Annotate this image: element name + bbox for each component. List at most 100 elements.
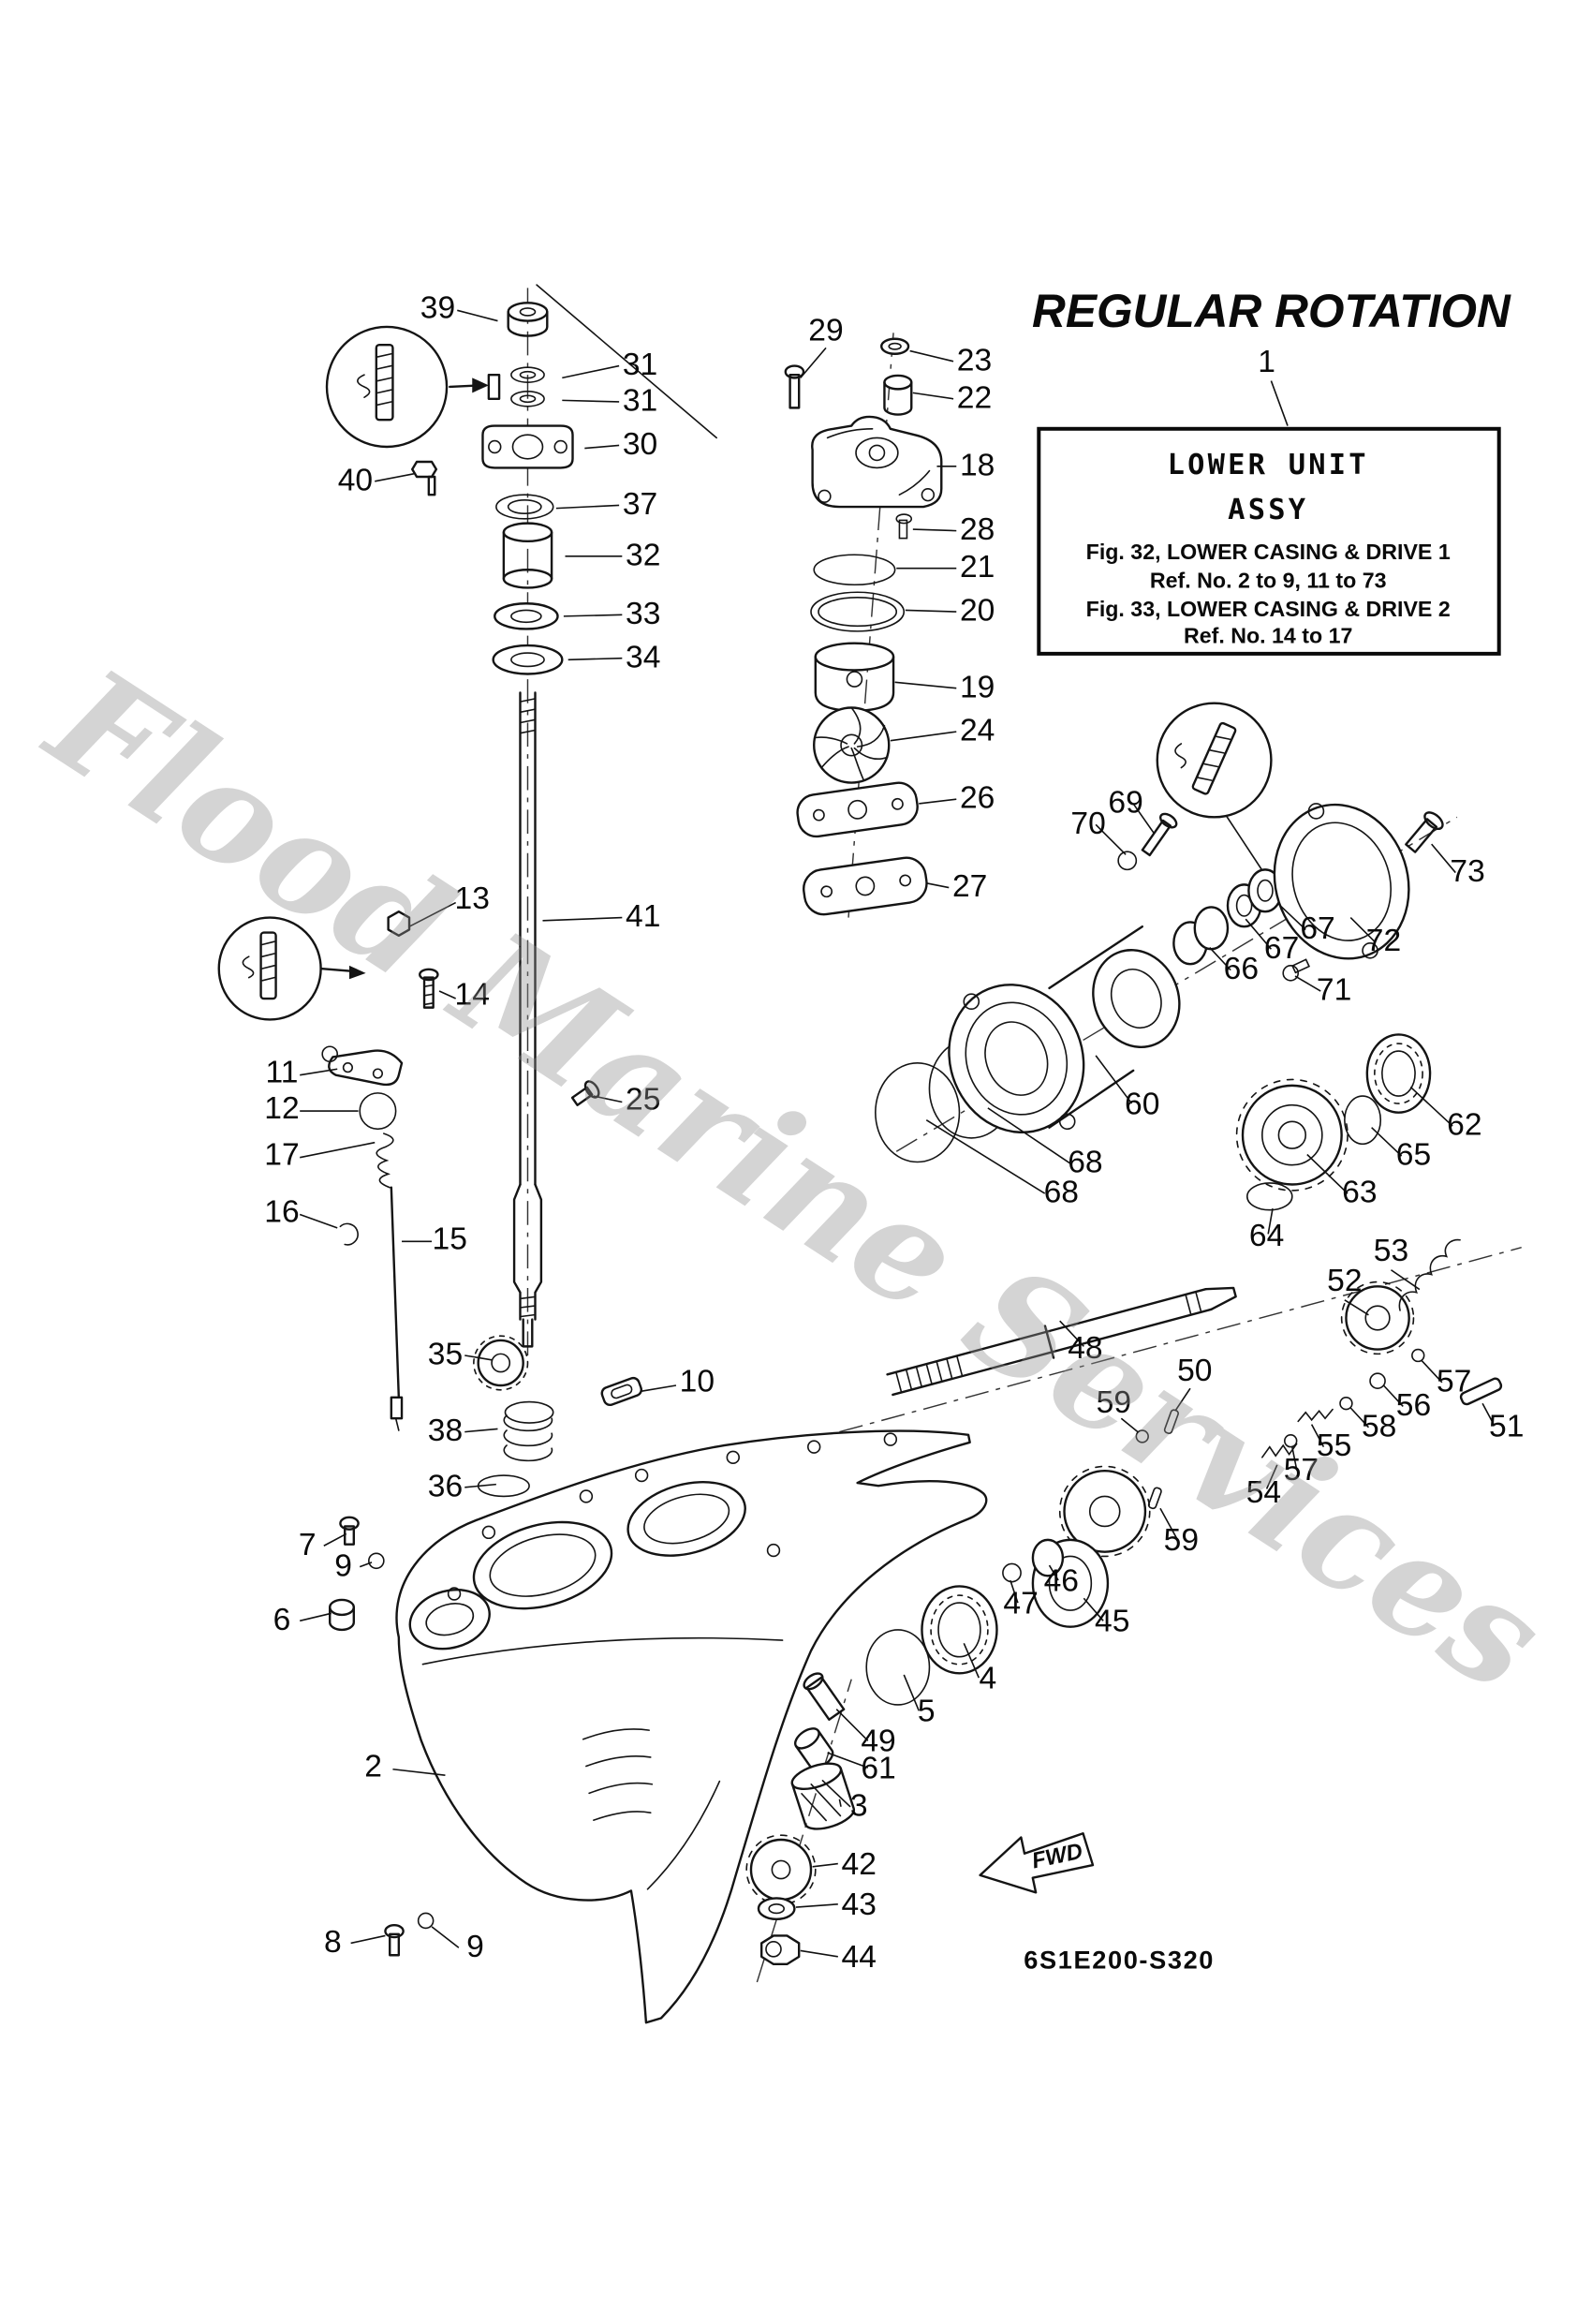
leader-lines: [299, 309, 1496, 1958]
part-number: 19: [960, 670, 995, 704]
part-number: 46: [1044, 1563, 1079, 1598]
clip-inset-left: [217, 916, 366, 1021]
part-number: 44: [842, 1940, 877, 1975]
part-number: 41: [626, 899, 660, 934]
part-number: 22: [957, 380, 992, 415]
part-number: 32: [626, 538, 660, 572]
part-number: 40: [338, 463, 373, 497]
part-number: 37: [623, 487, 657, 522]
part-number: 31: [623, 348, 657, 382]
part-number: 6: [273, 1603, 291, 1637]
part-number: 10: [680, 1364, 715, 1399]
bearing-carrier-assembly: [875, 803, 1444, 1163]
part-number: 45: [1095, 1605, 1129, 1639]
part-number: 57: [1437, 1364, 1471, 1399]
part-number: 16: [264, 1195, 299, 1230]
page-title: REGULAR ROTATION: [1032, 285, 1511, 337]
casing-fasteners: [329, 1516, 435, 1957]
water-pump-assembly: [784, 337, 943, 916]
drive-shaft-assembly: [411, 302, 574, 1348]
part-number: 52: [1327, 1264, 1362, 1298]
part-number: 43: [842, 1887, 877, 1922]
part-number: 51: [1489, 1409, 1524, 1443]
part-number: 69: [1108, 786, 1142, 821]
prop-shaft-assembly: [886, 1238, 1503, 1510]
part-number: 53: [1374, 1234, 1408, 1268]
info-box-line1: LOWER UNIT: [1168, 449, 1369, 481]
part-number: 71: [1317, 973, 1351, 1008]
part-number: 28: [960, 512, 995, 547]
part-number: 39: [420, 290, 455, 325]
part-number: 21: [960, 550, 995, 585]
part-number: 48: [1068, 1331, 1102, 1366]
part-number: 72: [1366, 924, 1401, 958]
part-numbers: 39 31 31 30 40 37 32 33 34 29 23 22 18 2…: [264, 290, 1524, 1975]
part-number: 60: [1125, 1087, 1159, 1121]
part-number: 17: [264, 1138, 299, 1173]
part-number: 9: [334, 1548, 352, 1583]
part-number: 1: [1258, 345, 1275, 379]
part-number: 59: [1097, 1385, 1131, 1420]
part-number: 3: [850, 1788, 868, 1823]
part-number: 13: [455, 881, 490, 916]
part-number: 24: [960, 714, 995, 748]
part-number: 65: [1396, 1138, 1431, 1173]
part-number: 15: [433, 1221, 467, 1256]
part-number: 58: [1362, 1409, 1396, 1443]
part-number: 26: [960, 781, 995, 816]
part-number: 55: [1317, 1428, 1351, 1463]
part-number: 47: [1003, 1586, 1038, 1621]
diagram-code: 6S1E200-S320: [1024, 1946, 1215, 1975]
part-number: 27: [952, 869, 987, 904]
fwd-arrow: FWD: [979, 1832, 1095, 1894]
part-number: 34: [626, 640, 660, 674]
part-number: 33: [626, 597, 660, 631]
part-number: 54: [1246, 1475, 1281, 1510]
info-box-line3: Fig. 32, LOWER CASING & DRIVE 1: [1086, 540, 1451, 564]
part-number: 20: [960, 594, 995, 629]
part-number: 67: [1300, 911, 1334, 946]
info-box-line5: Fig. 33, LOWER CASING & DRIVE 2: [1086, 597, 1451, 621]
lower-casing: [395, 1429, 988, 2024]
part-number: 38: [428, 1414, 463, 1448]
part-number: 62: [1447, 1108, 1481, 1143]
part-number: 59: [1164, 1523, 1199, 1558]
part-number: 8: [324, 1925, 342, 1960]
info-box-line2: ASSY: [1228, 494, 1308, 526]
part-number: 31: [623, 384, 657, 419]
part-number: 64: [1249, 1219, 1284, 1253]
part-number: 2: [364, 1750, 382, 1784]
part-number: 4: [980, 1661, 997, 1695]
part-number: 42: [842, 1847, 877, 1882]
part-number: 12: [264, 1091, 299, 1126]
part-number: 11: [266, 1056, 299, 1090]
part-number: 9: [466, 1930, 484, 1964]
part-number: 50: [1177, 1354, 1212, 1388]
forward-gear-assembly: [745, 1465, 1151, 1966]
pin-inset-right: [1156, 702, 1273, 879]
part-number: 49: [861, 1724, 895, 1759]
part-number: 61: [861, 1751, 895, 1785]
part-number: 67: [1264, 931, 1299, 966]
part-number: 63: [1342, 1176, 1377, 1210]
part-number: 14: [455, 977, 490, 1012]
part-number: 36: [428, 1469, 463, 1503]
part-number: 5: [918, 1695, 936, 1729]
part-number: 57: [1284, 1453, 1319, 1488]
clip-inset-top: [325, 325, 489, 449]
pinion-spring-parts: [473, 1335, 643, 1498]
part-number: 73: [1450, 854, 1484, 889]
part-number: 18: [960, 448, 995, 482]
part-number: 25: [626, 1082, 660, 1117]
part-number: 29: [808, 313, 843, 348]
part-number: 66: [1224, 952, 1259, 986]
reverse-gear-parts: [1235, 1033, 1432, 1211]
part-number: 35: [428, 1338, 463, 1372]
part-number: 56: [1396, 1388, 1431, 1423]
part-number: 68: [1044, 1176, 1079, 1210]
part-number: 7: [299, 1528, 317, 1562]
lower-unit-info-box: LOWER UNIT ASSY Fig. 32, LOWER CASING & …: [1037, 426, 1501, 656]
info-box-line6: Ref. No. 14 to 17: [1184, 624, 1352, 648]
